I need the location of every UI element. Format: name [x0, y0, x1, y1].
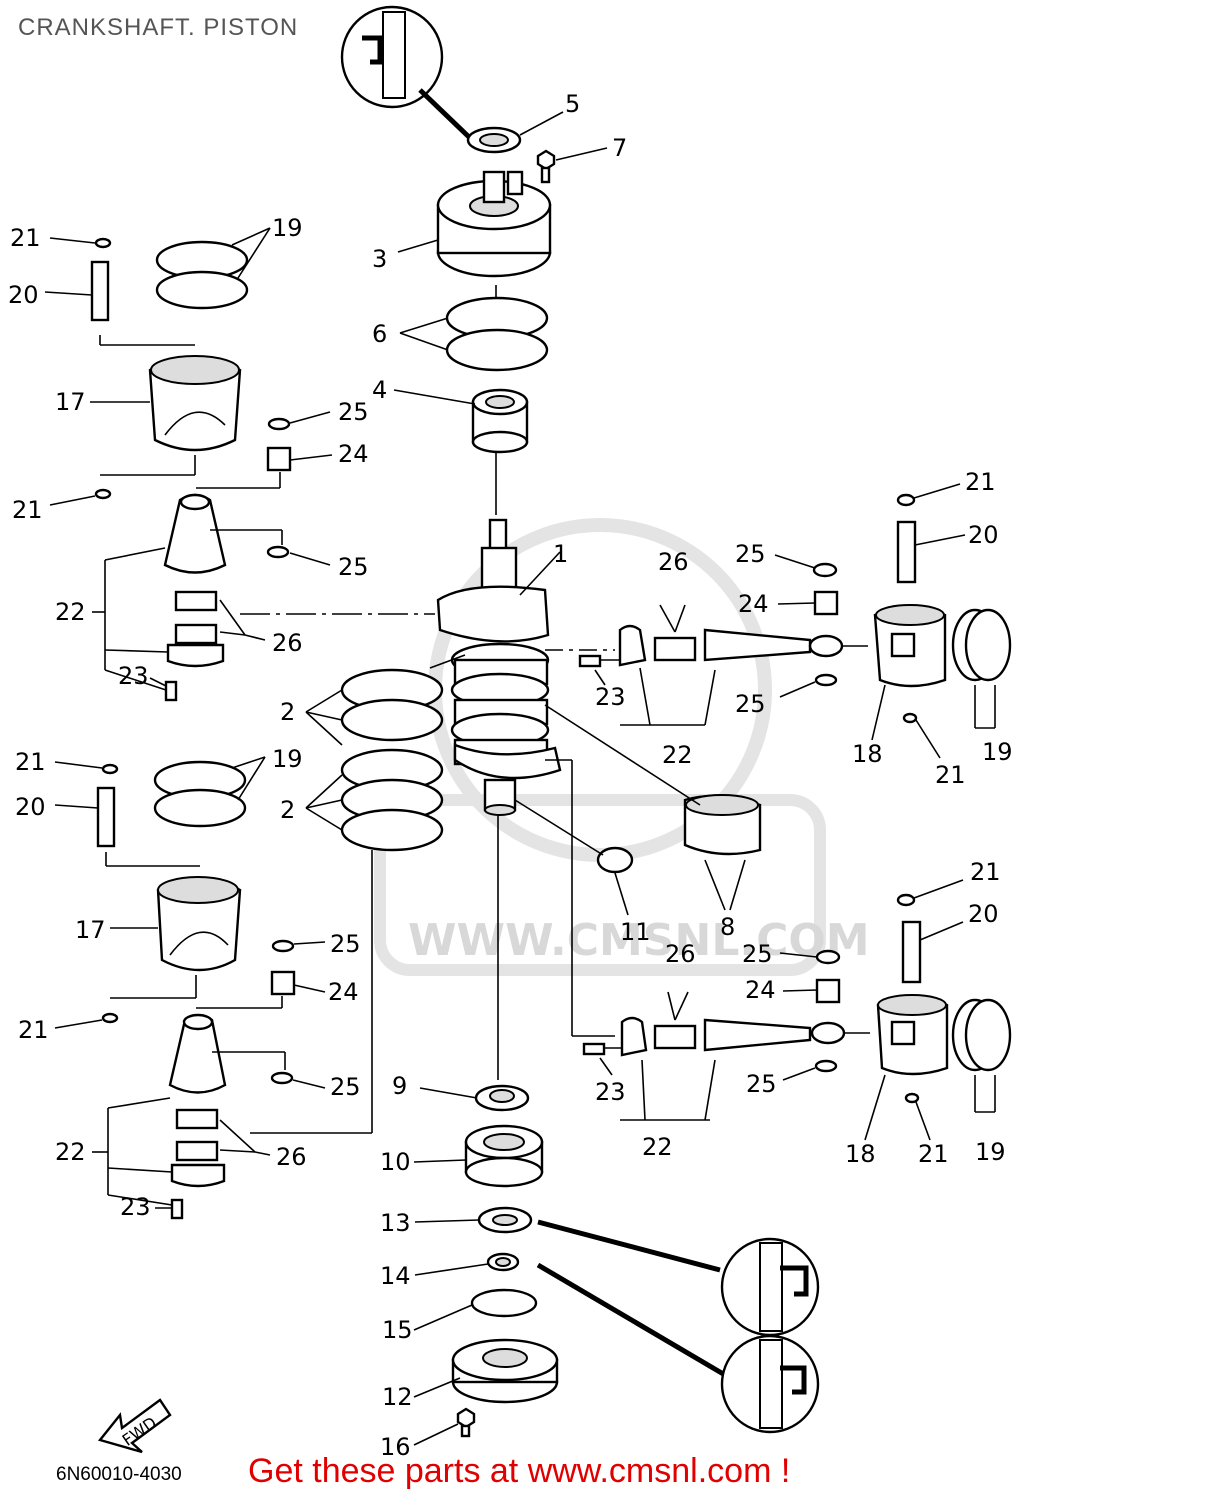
bolt-7: [536, 149, 556, 184]
callout-7: 7: [612, 134, 627, 162]
watermark-text: WWW.CMSNL.COM: [408, 915, 870, 966]
seal-9: [474, 1084, 530, 1112]
callout-21a: 21: [10, 224, 41, 252]
ball-bearing-10: [464, 1124, 544, 1188]
piston-group-upper-right: [545, 483, 1012, 759]
callout-26b: 26: [276, 1143, 307, 1171]
callout-3: 3: [372, 245, 387, 273]
main-bearing-8: [683, 794, 762, 856]
callout-24c: 24: [738, 590, 769, 618]
callout-6: 6: [372, 320, 387, 348]
oil-seal-14: [486, 1252, 520, 1272]
callout-26c: 26: [658, 548, 689, 576]
callout-19c: 19: [982, 738, 1013, 766]
callout-20d: 20: [968, 900, 999, 928]
detail-bubble-mid: [720, 1237, 820, 1337]
callout-24d: 24: [745, 976, 776, 1004]
piston-group-lower-right: [545, 759, 1012, 1141]
callout-25c: 25: [330, 930, 361, 958]
callout-20b: 20: [15, 793, 46, 821]
callout-25a: 25: [338, 398, 369, 426]
callout-20a: 20: [8, 281, 39, 309]
callout-20c: 20: [968, 521, 999, 549]
callout-25h: 25: [746, 1070, 777, 1098]
callout-18b: 18: [845, 1140, 876, 1168]
callout-9: 9: [392, 1072, 407, 1100]
callout-labels: 1 2 2 3 4 5 6 7 8 9 10 11 12 13 14 15 16…: [8, 90, 1013, 1461]
callout-21c: 21: [15, 748, 46, 776]
document-number: 6N60010-4030: [56, 1464, 182, 1485]
detail-bubble-bottom: [720, 1334, 820, 1434]
fwd-arrow: FWD: [97, 1398, 172, 1454]
upper-bearing-housing-3: [436, 170, 552, 278]
gasket-15: [470, 1288, 538, 1318]
callout-21h: 21: [918, 1140, 949, 1168]
callout-2a: 2: [280, 698, 295, 726]
callout-22d: 22: [642, 1133, 673, 1161]
callout-19b: 19: [272, 745, 303, 773]
callout-23a: 23: [118, 662, 149, 690]
callout-21d: 21: [18, 1016, 49, 1044]
callout-17a: 17: [55, 388, 86, 416]
callout-23b: 23: [120, 1193, 151, 1221]
callout-21e: 21: [965, 468, 996, 496]
crankshaft-1: [436, 518, 562, 816]
callout-19a: 19: [272, 214, 303, 242]
callout-22a: 22: [55, 598, 86, 626]
callout-11: 11: [620, 918, 651, 946]
lower-bearing-housing-12: [451, 1338, 559, 1404]
callout-25d: 25: [330, 1073, 361, 1101]
callout-25b: 25: [338, 553, 369, 581]
callout-1: 1: [553, 540, 568, 568]
cta-link[interactable]: Get these parts at www.cmsnl.com !: [248, 1452, 791, 1490]
callout-26a: 26: [272, 629, 303, 657]
bolt-16: [456, 1407, 476, 1438]
callout-13: 13: [380, 1209, 411, 1237]
callout-18a: 18: [852, 740, 883, 768]
callout-17b: 17: [75, 916, 106, 944]
needle-bearing-4: [471, 388, 529, 454]
callout-8: 8: [720, 913, 735, 941]
callout-24a: 24: [338, 440, 369, 468]
callout-23d: 23: [595, 1078, 626, 1106]
circlip-11: [596, 846, 634, 874]
page-title: CRANKSHAFT. PISTON: [18, 14, 299, 41]
piston-group-lower-left: [54, 756, 373, 1220]
crank-seal-rings-2: [340, 668, 444, 852]
callout-12: 12: [382, 1383, 413, 1411]
oil-seal-13: [477, 1206, 533, 1234]
callout-25f: 25: [735, 690, 766, 718]
callout-25g: 25: [742, 940, 773, 968]
oil-seal-5: [466, 126, 522, 154]
detail-bubble-top: [340, 5, 472, 140]
callout-25e: 25: [735, 540, 766, 568]
callout-23c: 23: [595, 683, 626, 711]
callout-4: 4: [372, 376, 387, 404]
callout-16: 16: [380, 1433, 411, 1461]
callout-21g: 21: [970, 858, 1001, 886]
callout-15: 15: [382, 1316, 413, 1344]
callout-24b: 24: [328, 978, 359, 1006]
callout-22c: 22: [662, 741, 693, 769]
callout-14: 14: [380, 1262, 411, 1290]
callout-26d: 26: [665, 940, 696, 968]
callout-2b: 2: [280, 796, 295, 824]
callout-21f: 21: [935, 761, 966, 789]
callout-5: 5: [565, 90, 580, 118]
callout-10: 10: [380, 1148, 411, 1176]
piston-group-upper-left: [44, 227, 435, 702]
callout-22b: 22: [55, 1138, 86, 1166]
o-rings-6: [445, 296, 549, 372]
callout-19d: 19: [975, 1138, 1006, 1166]
callout-21b: 21: [12, 496, 43, 524]
